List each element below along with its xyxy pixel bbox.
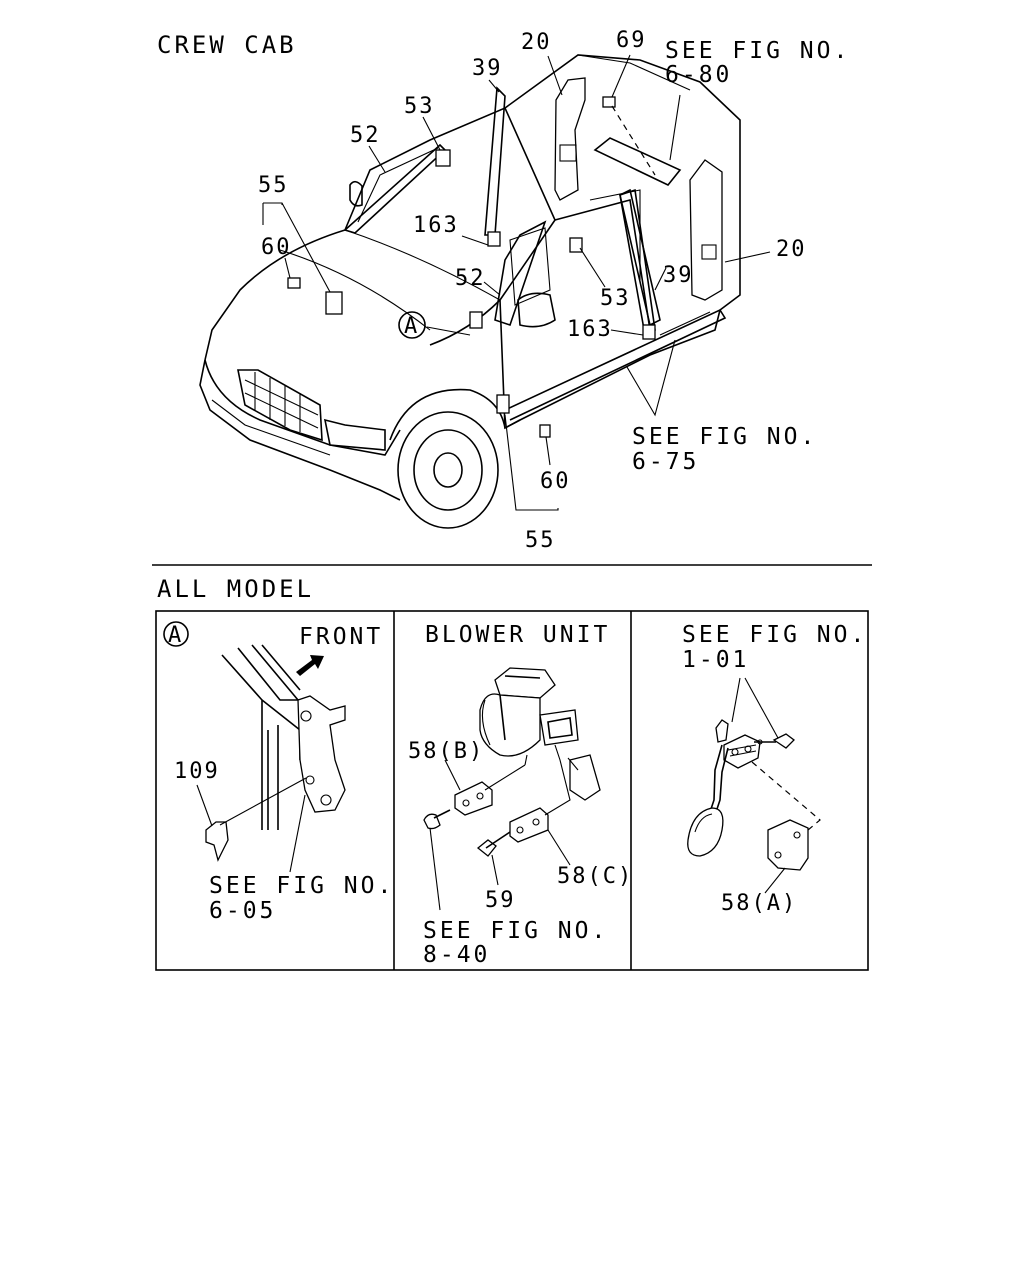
label-52-mid: 52 (455, 266, 486, 291)
panel-a: A FRONT 109 SEE FIG NO. 6-05 (163, 621, 394, 924)
panel-c-ref-line1: SEE FIG NO. (682, 622, 867, 648)
vehicle-illustration (199, 54, 741, 529)
label-59: 59 (485, 888, 516, 913)
blower-unit-title: BLOWER UNIT (425, 622, 610, 648)
panel-b-ref-line1: SEE FIG NO. (423, 918, 608, 944)
ref-fig-675-line1: SEE FIG NO. (632, 424, 817, 450)
ref-fig-675-line2: 6-75 (632, 449, 699, 475)
ref-fig-680-line2: 6-80 (665, 62, 732, 88)
label-52-top: 52 (350, 123, 381, 148)
panel-b-ref-line2: 8-40 (423, 942, 490, 968)
callout-a-circle (398, 311, 426, 339)
label-53-mid: 53 (600, 286, 631, 311)
label-163-left: 163 (413, 213, 459, 238)
label-58c: 58(C) (557, 864, 633, 889)
label-163-right: 163 (567, 317, 613, 342)
label-109: 109 (174, 759, 220, 784)
ref-fig-680-line1: SEE FIG NO. (665, 38, 850, 64)
label-55-top: 55 (258, 173, 289, 198)
front-arrow-icon (296, 655, 324, 676)
label-55-bottom: 55 (525, 528, 556, 553)
label-39-mid: 39 (663, 263, 694, 288)
panel-a-ref-line2: 6-05 (209, 898, 276, 924)
label-58a: 58(A) (721, 891, 797, 916)
panel-c-ref-line2: 1-01 (682, 647, 749, 673)
panel-b: BLOWER UNIT 58(B) 58(C (408, 622, 633, 968)
label-60-top: 60 (261, 235, 292, 260)
front-label: FRONT (299, 624, 383, 650)
callout-a-letter: A (404, 314, 419, 339)
label-69: 69 (616, 28, 647, 53)
panel-a-ref-line1: SEE FIG NO. (209, 873, 394, 899)
label-60-bottom: 60 (540, 469, 571, 494)
panel-c: SEE FIG NO. 1-01 58(A) (682, 622, 867, 916)
label-53-top: 53 (404, 94, 435, 119)
panels-frame (155, 610, 869, 971)
leader-lines-top (262, 54, 771, 511)
label-20-top: 20 (521, 30, 552, 55)
label-39-top: 39 (472, 56, 503, 81)
panel-a-marker-circle (163, 621, 189, 647)
panel-a-marker: A (168, 623, 183, 648)
label-20-right: 20 (776, 237, 807, 262)
label-58b: 58(B) (408, 739, 484, 764)
crew-cab-title: CREW CAB (157, 31, 297, 59)
all-model-title: ALL MODEL (157, 575, 314, 603)
